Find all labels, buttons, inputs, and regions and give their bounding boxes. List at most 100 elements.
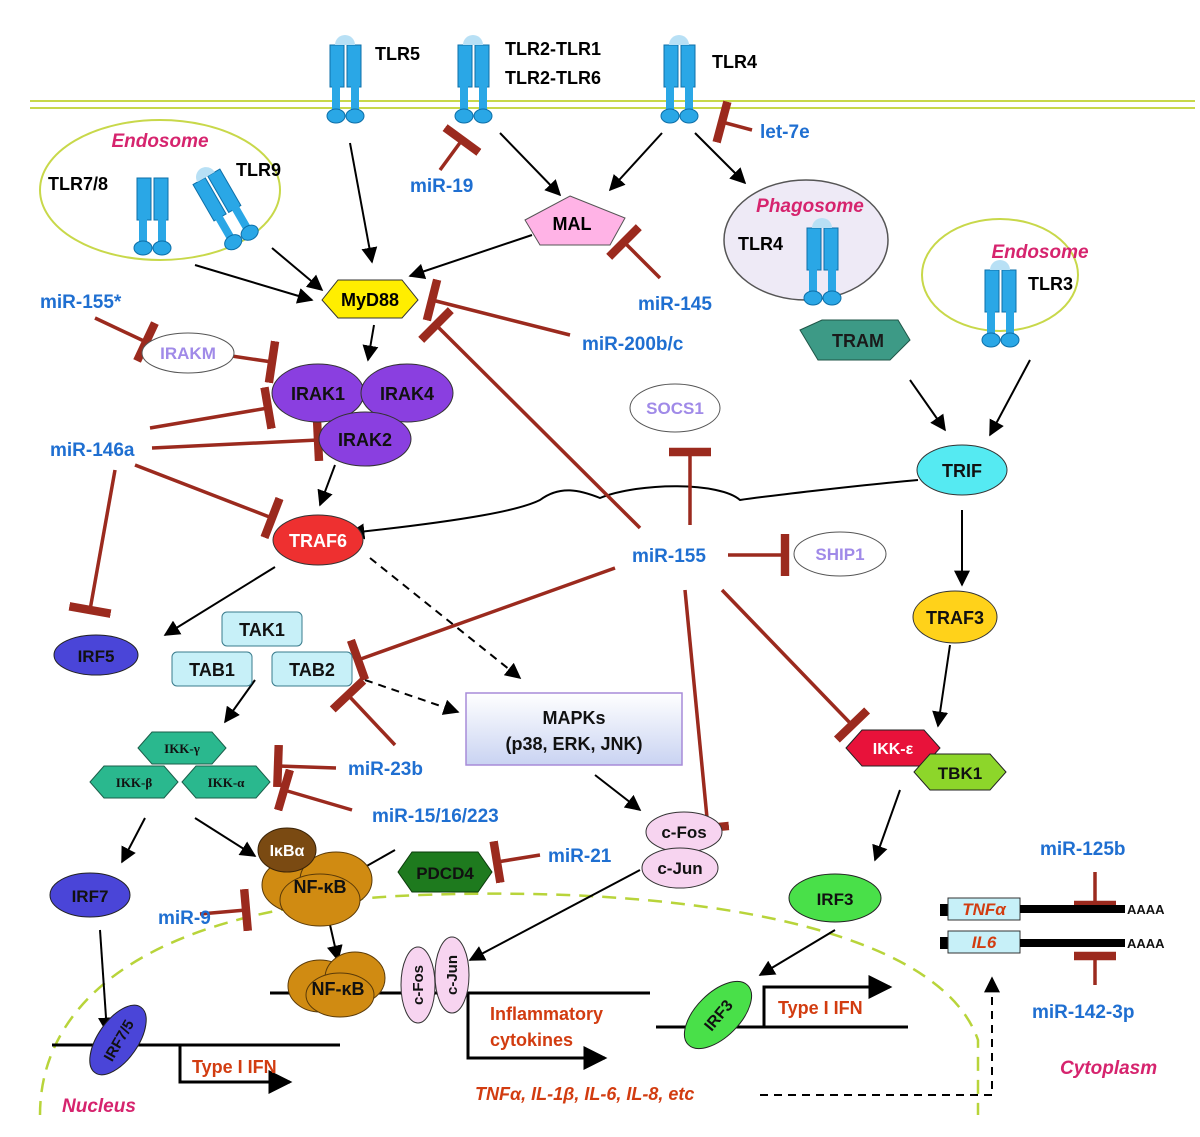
irak4-node [360, 363, 454, 423]
tab1-label: TAB1 [189, 660, 235, 680]
tak1-label: TAK1 [239, 620, 285, 640]
polya-2: AAAA [1127, 936, 1165, 951]
irf5-node [53, 634, 139, 676]
mal-node [524, 195, 626, 246]
ikk-alpha-label: IKK-α [208, 775, 246, 790]
traf3-label: TRAF3 [926, 608, 984, 628]
traf6-node [272, 514, 364, 566]
tnfa-mrna-label: TNFα [962, 900, 1007, 919]
cfos-nuclear-label: c-Fos [410, 965, 427, 1005]
mir145-label: miR-145 [638, 294, 712, 315]
ikk-beta-label: IKK-β [116, 775, 153, 790]
inhibition-lines [68, 100, 1116, 985]
inflammatory-label: Inflammatory [490, 1004, 603, 1024]
ikk-epsilon-label: IKK-ε [873, 741, 914, 758]
pdcd4-node [397, 851, 493, 893]
myd88-label: MyD88 [341, 290, 399, 310]
socs1-label: SOCS1 [646, 399, 704, 418]
tlr78-receptor [133, 177, 172, 256]
endosome-right [921, 218, 1079, 332]
ikk-beta-node [89, 765, 179, 799]
myd88-node [321, 279, 419, 319]
socs1-node [629, 383, 721, 433]
tnfa-mrna [940, 897, 1125, 921]
cjun-label: c-Jun [657, 859, 702, 878]
tlr2-receptor [454, 35, 493, 124]
mir15-label: miR-15/16/223 [372, 806, 499, 827]
irakm-node [141, 332, 235, 374]
ship1-label: SHIP1 [815, 545, 864, 564]
mir125b-label: miR-125b [1040, 839, 1126, 860]
plasma-membrane [30, 100, 1195, 109]
irf3-node [788, 873, 882, 923]
tlr3-label: TLR3 [1028, 274, 1073, 294]
pdcd4-label: PDCD4 [416, 864, 474, 883]
endosome-right-title: Endosome [991, 242, 1089, 263]
traf6-label: TRAF6 [289, 531, 347, 551]
type1-ifn-left: Type I IFN [192, 1057, 277, 1077]
irakm-label: IRAKM [160, 344, 216, 363]
ikba-label: IκBα [270, 843, 305, 860]
tlr2-tlr6-label: TLR2-TLR6 [505, 68, 601, 88]
il6-mrna [940, 930, 1125, 954]
tram-node [799, 319, 911, 361]
irak2-node [318, 411, 412, 467]
polya-1: AAAA [1127, 902, 1165, 917]
mapks-label: MAPKs [542, 708, 605, 728]
endosome-left [39, 119, 281, 261]
tlr9-receptor [192, 167, 259, 251]
phagosome-title: Phagosome [756, 196, 864, 217]
activation-arrows [98, 132, 1031, 1034]
irak4-label: IRAK4 [380, 384, 434, 404]
nucleus-envelope [38, 892, 980, 1116]
tlr4-phagosome-label: TLR4 [738, 234, 783, 254]
nfkb-nuclear-label: NF-κB [311, 979, 364, 999]
tlr4-membrane-receptor [660, 35, 699, 124]
tak1-node [221, 611, 303, 647]
dashed-arrows [364, 557, 1000, 1096]
irf7-label: IRF7 [72, 887, 109, 906]
irf3-nuclear-node [683, 980, 753, 1050]
mir155star-label: miR-155* [40, 292, 122, 313]
let7e-label: let-7e [760, 122, 810, 143]
tlr4-membrane-label: TLR4 [712, 52, 757, 72]
mir1423p-label: miR-142-3p [1032, 1002, 1134, 1023]
tab1-node [171, 651, 253, 687]
cytokine-list: TNFα, IL-1β, IL-6, IL-8, etc [475, 1084, 694, 1104]
irf3-label: IRF3 [817, 890, 854, 909]
irf75-nuclear-node [89, 1004, 147, 1076]
tbk1-node [913, 753, 1007, 791]
ikk-alpha-node [181, 765, 271, 799]
ikk-epsilon-node [845, 729, 941, 767]
irf7-node [49, 872, 131, 918]
cfos-label: c-Fos [661, 823, 706, 842]
trif-label: TRIF [942, 461, 982, 481]
ship1-node [793, 531, 887, 577]
tlr78-label: TLR7/8 [48, 174, 108, 194]
irf5-label: IRF5 [78, 647, 115, 666]
transcription-arrows [178, 975, 893, 1094]
tlr2-tlr1-label: TLR2-TLR1 [505, 39, 601, 59]
cjun-nuclear-node [434, 936, 470, 1014]
tlr5-receptor [326, 35, 365, 124]
nfkb-nuclear-complex [287, 951, 386, 1018]
il6-mrna-label: IL6 [972, 933, 997, 952]
mir21-label: miR-21 [548, 846, 612, 867]
trif-node [916, 444, 1008, 496]
irak2-label: IRAK2 [338, 430, 392, 450]
tram-label: TRAM [832, 331, 884, 351]
nucleus-title: Nucleus [62, 1096, 136, 1117]
mir146a-label: miR-146a [50, 440, 135, 461]
type1-ifn-right: Type I IFN [778, 998, 863, 1018]
mir23b-label: miR-23b [348, 759, 423, 780]
ikk-gamma-label: IKK-γ [164, 741, 200, 756]
ikk-gamma-node [137, 731, 227, 765]
mir155-label: miR-155 [632, 546, 706, 567]
tab2-label: TAB2 [289, 660, 335, 680]
cytoplasm-title: Cytoplasm [1060, 1058, 1157, 1079]
nfkb-label: NF-κB [293, 877, 346, 897]
mapks-sublabel: (p38, ERK, JNK) [505, 734, 642, 754]
mir19-label: miR-19 [410, 176, 473, 197]
nfkb-ikba-complex [257, 827, 373, 927]
